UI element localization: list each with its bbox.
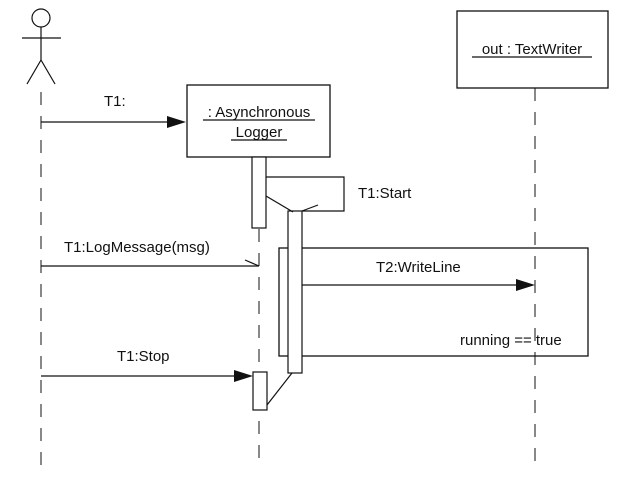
- thread-activation: [287, 210, 303, 374]
- writer-name: out : TextWriter: [482, 41, 582, 58]
- thread-return-line: [266, 372, 293, 406]
- message-t1-label: T1:: [104, 93, 126, 110]
- writer-box: [456, 10, 609, 89]
- message-stop: T1:Stop: [41, 348, 253, 382]
- logger-activation-stop: [252, 371, 268, 411]
- logger-activation-start: [251, 156, 267, 229]
- actor-figure: [22, 8, 61, 85]
- loop-guard-label: running == true: [460, 332, 562, 349]
- logger-participant: : Asynchronous Logger: [186, 84, 331, 158]
- message-start-label: T1:Start: [358, 185, 412, 202]
- message-stop-label: T1:Stop: [117, 348, 170, 365]
- logger-name-line2: Logger: [236, 124, 283, 141]
- message-write-line: T2:WriteLine: [302, 259, 535, 291]
- logger-name-line1: : Asynchronous: [208, 104, 311, 121]
- writer-participant: out : TextWriter: [456, 10, 609, 89]
- message-log-message: T1:LogMessage(msg): [41, 239, 260, 267]
- logger-box: [186, 84, 331, 158]
- message-log-message-label: T1:LogMessage(msg): [64, 239, 210, 256]
- loop-frame: [278, 247, 589, 357]
- message-write-line-label: T2:WriteLine: [376, 259, 461, 276]
- message-t1: T1:: [41, 93, 186, 128]
- message-start: T1:Start: [265, 176, 412, 213]
